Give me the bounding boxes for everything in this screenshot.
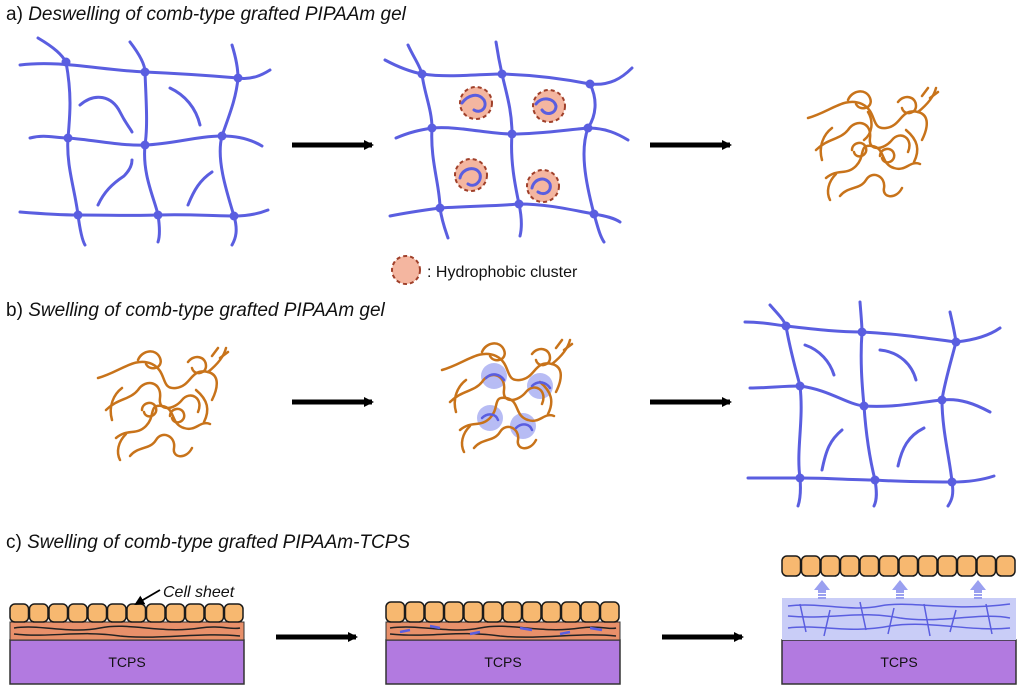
cell-sheet-label: Cell sheet <box>163 584 235 601</box>
substrate-c2: TCPS <box>385 639 621 685</box>
cell <box>204 603 225 623</box>
panel-c-letter: c) <box>6 532 22 553</box>
cell <box>917 555 938 577</box>
cell <box>560 601 581 623</box>
cell <box>404 601 425 623</box>
cell <box>165 603 186 623</box>
cell <box>995 555 1016 577</box>
panel-b-text: Swelling of comb-type grafted PIPAAm gel <box>28 300 385 321</box>
crosslink-nodes-a2 <box>417 69 599 219</box>
cell <box>463 601 484 623</box>
panel-b-letter: b) <box>6 300 23 321</box>
gel-layer-c1 <box>9 621 245 641</box>
cell <box>48 603 69 623</box>
cell <box>937 555 958 577</box>
panel-c-title: c) Swelling of comb-type grafted PIPAAm-… <box>6 532 410 554</box>
cell <box>482 601 503 623</box>
cell <box>599 601 620 623</box>
panel-c-text: Swelling of comb-type grafted PIPAAm-TCP… <box>27 532 411 553</box>
panel-a-letter: a) <box>6 4 23 25</box>
cell <box>800 555 821 577</box>
gel-layer-c2 <box>385 621 621 641</box>
cell <box>956 555 977 577</box>
cell <box>502 601 523 623</box>
cell <box>145 603 166 623</box>
cell-sheet-c1 <box>9 603 244 623</box>
substrate-c3: TCPS <box>781 639 1017 685</box>
hydration-strands-b2 <box>480 373 552 432</box>
cell <box>541 601 562 623</box>
cell <box>184 603 205 623</box>
cell <box>878 555 899 577</box>
cell <box>223 603 244 623</box>
detach-arrows-c3 <box>814 580 986 599</box>
collapsed-chains-b1 <box>96 346 230 462</box>
cell <box>424 601 445 623</box>
cell <box>781 555 802 577</box>
substrate-label-c1: TCPS <box>108 654 145 670</box>
cell <box>976 555 997 577</box>
cell <box>87 603 108 623</box>
collapsed-chains-b2 <box>440 338 574 454</box>
panel-a-text: Deswelling of comb-type grafted PIPAAm g… <box>28 4 406 25</box>
crosslink-nodes-a1 <box>61 57 243 221</box>
cell <box>898 555 919 577</box>
swollen-layer-c3 <box>782 598 1016 640</box>
cell <box>67 603 88 623</box>
substrate-c1: TCPS <box>9 639 245 685</box>
cell-sheet-detached-c3 <box>781 555 1016 577</box>
collapsed-chains-a3 <box>806 86 940 202</box>
cell-sheet-c2 <box>385 601 620 623</box>
panel-b-title: b) Swelling of comb-type grafted PIPAAm … <box>6 300 385 322</box>
substrate-label-c2: TCPS <box>484 654 521 670</box>
cell <box>820 555 841 577</box>
substrate-label-c3: TCPS <box>880 654 917 670</box>
panel-a-title: a) Deswelling of comb-type grafted PIPAA… <box>6 4 406 26</box>
cell <box>859 555 880 577</box>
cell <box>28 603 49 623</box>
cell <box>126 603 147 623</box>
legend-cluster-icon <box>391 255 421 285</box>
network-swollen-b3 <box>743 300 1002 508</box>
cell <box>443 601 464 623</box>
cell <box>106 603 127 623</box>
hydrophobic-clusters-a2 <box>454 86 566 203</box>
cell <box>839 555 860 577</box>
cell <box>580 601 601 623</box>
cell <box>521 601 542 623</box>
cell-sheet-pointer <box>134 589 161 606</box>
cell <box>385 601 406 623</box>
cell <box>9 603 30 623</box>
crosslink-nodes-b3 <box>781 321 961 487</box>
legend-label: : Hydrophobic cluster <box>427 264 578 281</box>
